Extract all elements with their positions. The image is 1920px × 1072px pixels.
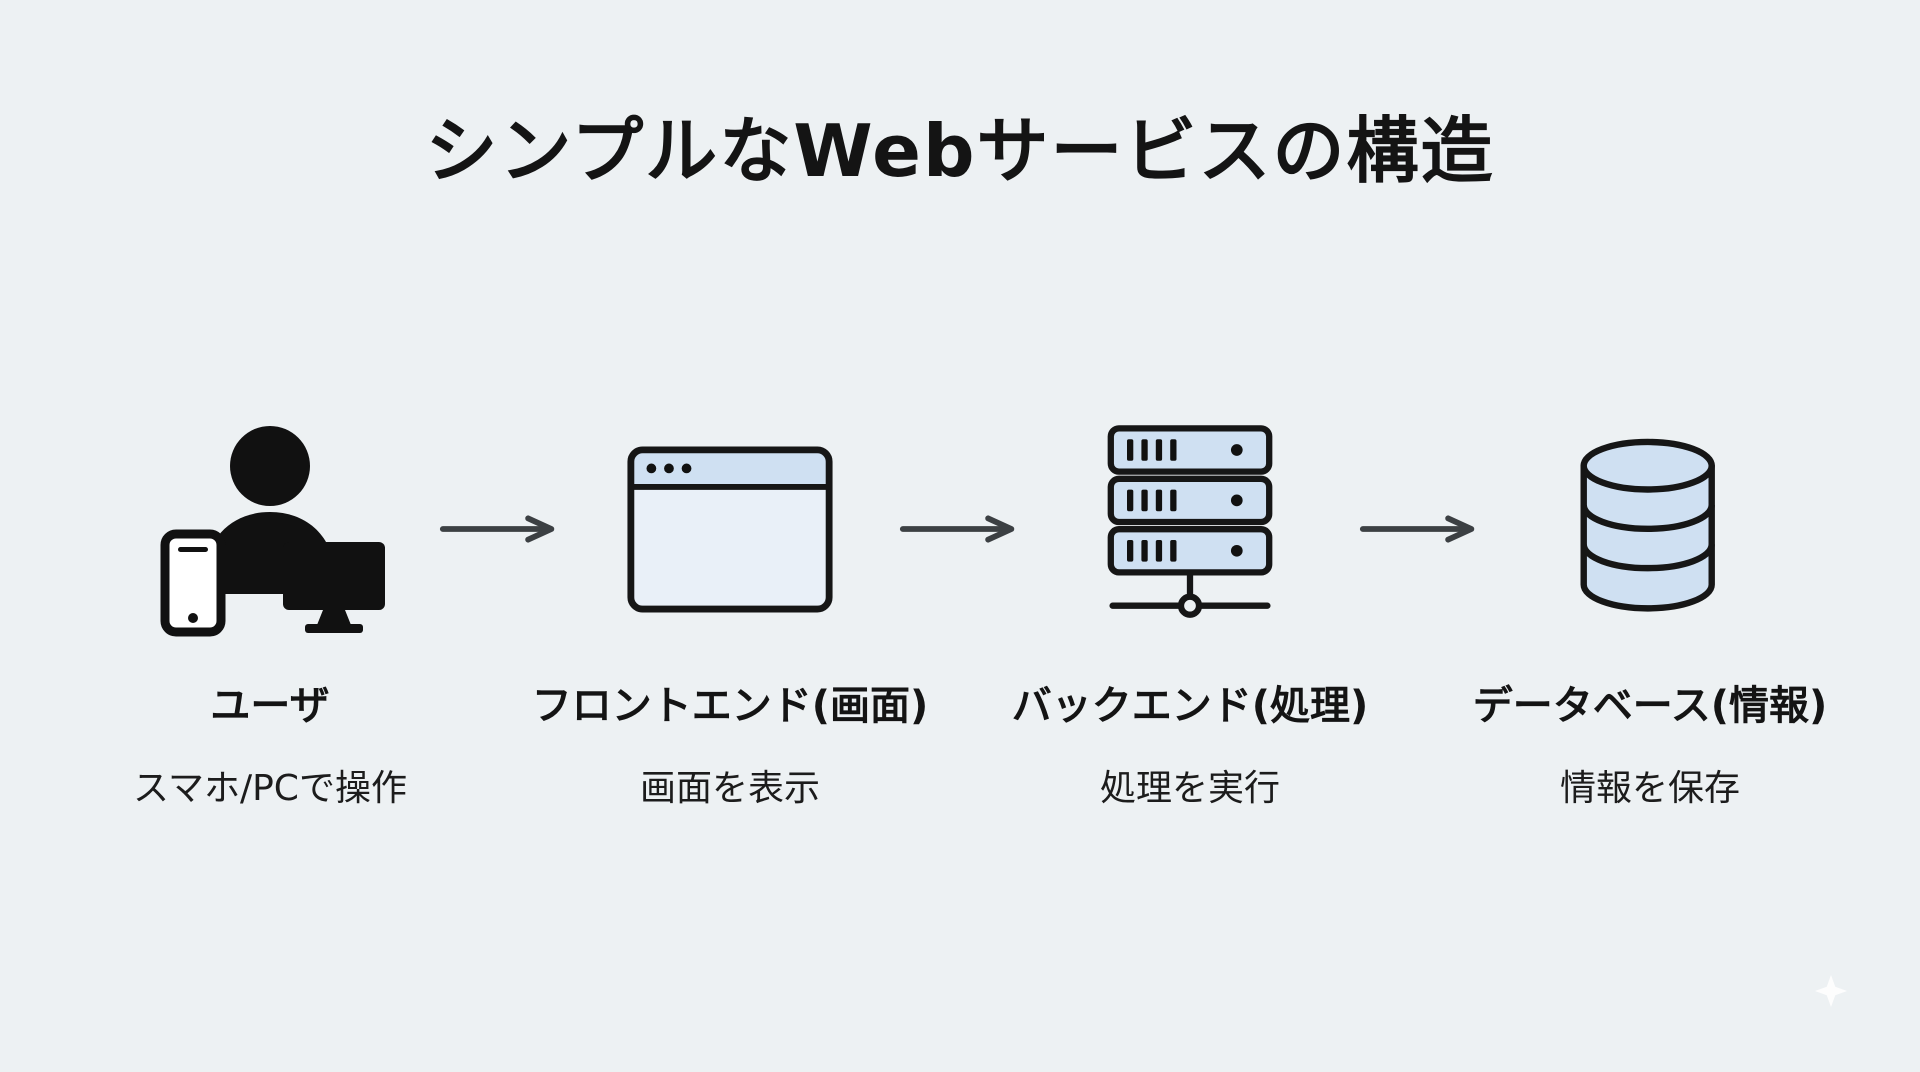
node-desc-frontend: 画面を表示	[639, 768, 820, 809]
browser-window-icon-svg	[627, 445, 833, 613]
node-user: ユーザ スマホ/PCで操作	[105, 419, 435, 811]
node-label-database: データベース(情報)	[1472, 683, 1828, 729]
flow-row: ユーザ スマホ/PCで操作 フ	[0, 419, 1920, 811]
sparkle-icon	[1815, 975, 1847, 1007]
server-stack-icon-svg	[1107, 425, 1273, 619]
right-arrow-icon	[1355, 419, 1485, 639]
node-desc-user: スマホ/PCで操作	[133, 768, 407, 809]
right-arrow-icon-svg	[1359, 515, 1475, 543]
right-arrow-icon	[895, 419, 1025, 639]
database-cylinder-icon	[1570, 419, 1730, 639]
node-label-backend: バックエンド(処理)	[1011, 683, 1369, 729]
page-title: シンプルなWebサービスの構造	[425, 109, 1495, 193]
database-cylinder-icon-svg	[1580, 438, 1715, 612]
node-backend: バックエンド(処理) 処理を実行	[1012, 419, 1368, 811]
node-label-frontend: フロントエンド(画面)	[531, 683, 929, 729]
node-frontend: フロントエンド(画面) 画面を表示	[532, 419, 928, 811]
browser-window-icon	[625, 419, 835, 639]
node-database: データベース(情報) 情報を保存	[1473, 419, 1827, 811]
node-label-user: ユーザ	[210, 683, 330, 729]
user-devices-icon	[145, 419, 395, 639]
right-arrow-icon-svg	[899, 515, 1015, 543]
node-desc-database: 情報を保存	[1559, 768, 1740, 809]
node-desc-backend: 処理を実行	[1099, 768, 1280, 809]
user-devices-icon-svg	[160, 425, 385, 636]
server-stack-icon	[1100, 419, 1280, 639]
right-arrow-icon	[435, 419, 565, 639]
right-arrow-icon-svg	[439, 515, 555, 543]
